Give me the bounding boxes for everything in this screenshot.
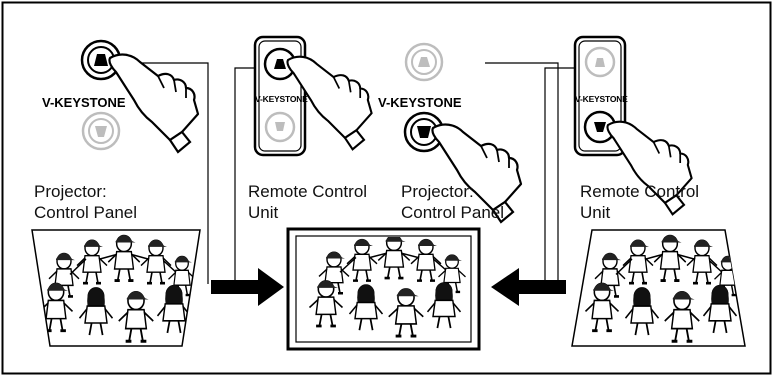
caption-line-1: Remote Control (580, 182, 700, 201)
vkeystone-label-1: V-KEYSTONE (42, 95, 126, 110)
vkeystone-label-3: V-KEYSTONE (378, 95, 462, 110)
caption-line-2: Unit (580, 203, 611, 222)
projector-panel-2 (403, 42, 523, 224)
caption-line-1: Remote Control (248, 182, 368, 201)
keystone-up-icon (274, 59, 286, 69)
vkeystone-label-4: V-KEYSTONE (575, 94, 628, 104)
remote-unit-1 (253, 35, 373, 157)
caption-line-1: Projector: (34, 182, 107, 201)
caption-projector-1: Projector: Control Panel (34, 181, 137, 223)
keystone-up-icon (418, 57, 430, 67)
connector-lines (123, 62, 574, 284)
projector-panel-1 (80, 39, 200, 154)
keystone-down-icon (594, 122, 606, 132)
remote-unit-2 (573, 35, 693, 216)
caption-line-2: Control Panel (401, 203, 505, 222)
caption-line-2: Control Panel (34, 203, 138, 222)
arrow-left-icon (491, 268, 566, 306)
vkeystone-label-2: V-KEYSTONE (255, 94, 308, 104)
caption-line-1: Projector: (401, 182, 474, 201)
keystone-down-icon (95, 126, 107, 137)
caption-line-2: Unit (248, 203, 279, 222)
keystone-screen-before-right (571, 229, 746, 347)
keystone-up-icon (94, 54, 108, 66)
caption-remote-2: Remote Control Unit (580, 181, 699, 223)
corrected-screen (286, 227, 481, 351)
keystone-down-icon (417, 126, 431, 138)
caption-projector-2: Projector: Control Panel (401, 181, 504, 223)
keystone-down-icon (275, 122, 285, 131)
keystone-up-icon (595, 58, 605, 67)
keystone-screen-before-left (31, 229, 201, 347)
caption-remote-1: Remote Control Unit (248, 181, 367, 223)
arrow-right-icon (211, 268, 284, 306)
